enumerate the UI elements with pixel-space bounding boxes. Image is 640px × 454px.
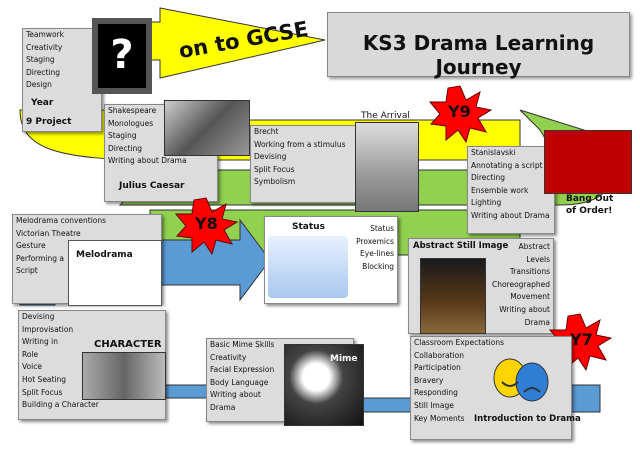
list-item: Staging <box>108 131 137 141</box>
question-mark: ? <box>110 32 134 78</box>
year9-project-box: Teamwork Creativity Staging Directing De… <box>22 28 102 132</box>
status-illustration <box>268 236 348 298</box>
list-item: Status <box>370 224 394 233</box>
list-item: Basic Mime Skills <box>210 340 275 349</box>
list-item: Choreographed <box>491 279 550 289</box>
list-item: Staging <box>26 55 55 65</box>
title-box: KS3 Drama Learning Journey <box>327 12 630 79</box>
bang-out-of-order-box: Stanislavski Annotating a script Directi… <box>467 146 555 234</box>
abstract-still-image-photo <box>420 258 486 334</box>
y8-badge: Y8 <box>195 214 218 233</box>
list-item: Devising <box>22 312 55 321</box>
list-item: Monologues <box>108 118 154 128</box>
list-item: Abstract <box>518 242 550 251</box>
list-item: Brecht <box>254 127 279 136</box>
list-item: Melodrama conventions <box>16 216 107 225</box>
the-arrival-title: The Arrival <box>361 111 410 121</box>
list-item: Proxemics <box>356 236 394 246</box>
list-item: Facial Expression <box>210 365 275 375</box>
the-arrival-box: Brecht Working from a stimulus Devising … <box>250 125 356 203</box>
list-item: Directing <box>108 143 143 153</box>
list-item: Building a Character <box>22 400 99 410</box>
y9-badge: Y9 <box>448 102 471 121</box>
mime-photo <box>284 344 364 426</box>
the-arrival-image <box>355 122 419 212</box>
character-caption: CHARACTER <box>94 339 162 350</box>
y8-star <box>174 197 238 256</box>
list-item: Voice <box>22 362 42 372</box>
list-item: Script <box>16 266 38 276</box>
list-item: Role <box>22 349 39 359</box>
page-title: KS3 Drama Learning Journey <box>362 31 595 79</box>
julius-caesar-caption: Julius Caesar <box>119 181 185 191</box>
list-item: Design <box>26 80 52 90</box>
list-item: Creativity <box>26 42 63 52</box>
question-mark-image: ? <box>92 18 152 94</box>
list-item: Victorian Theatre <box>16 228 81 238</box>
list-item: Working from a stimulus <box>254 139 346 149</box>
list-item: Annotating a script <box>471 160 543 170</box>
list-item: Writing about <box>499 304 550 314</box>
list-item: Split Focus <box>254 164 295 174</box>
intro-caption: Introduction to Drama <box>474 414 581 424</box>
julius-caesar-photo <box>164 100 250 156</box>
list-item: Bravery <box>414 375 444 385</box>
year9-caption-line1: Year <box>31 98 54 108</box>
abstract-caption: Abstract Still Image <box>413 241 509 251</box>
list-item: Devising <box>254 152 287 162</box>
bang-caption-line1: Bang Out <box>566 194 614 204</box>
list-item: Key Moments <box>414 413 465 423</box>
list-item: Directing <box>26 67 61 77</box>
list-item: Creativity <box>210 352 247 362</box>
list-item: Body Language <box>210 377 269 387</box>
status-caption: Status <box>292 222 325 232</box>
list-item: Lighting <box>471 198 502 208</box>
list-item: Responding <box>414 388 458 398</box>
list-item: Drama <box>210 402 236 412</box>
melodrama-caption: Melodrama <box>76 250 133 260</box>
melodrama-image <box>68 240 162 306</box>
y7-badge: Y7 <box>570 330 593 349</box>
list-item: Writing about <box>210 390 261 400</box>
list-item: Teamwork <box>26 30 64 39</box>
theatre-masks-icon <box>493 358 549 402</box>
list-item: Writing in <box>22 337 59 347</box>
list-item: Eye-lines <box>360 249 394 259</box>
character-photo <box>82 352 166 400</box>
list-item: Gesture <box>16 241 46 251</box>
list-item: Movement <box>510 292 550 302</box>
list-item: Blocking <box>362 261 394 271</box>
list-item: Transitions <box>509 267 550 277</box>
list-item: Participation <box>414 363 461 373</box>
list-item: Directing <box>471 173 506 183</box>
list-item: Drama <box>524 317 550 327</box>
list-item: Classroom Expectations <box>414 338 505 347</box>
list-item: Performing a <box>16 253 65 263</box>
y9-star <box>428 85 492 144</box>
list-item: Hot Seating <box>22 374 67 384</box>
bang-caption-line2: of Order! <box>566 206 613 216</box>
list-item: Collaboration <box>414 350 464 360</box>
year9-caption-line2: 9 Project <box>26 117 72 127</box>
list-item: Writing about Drama <box>471 210 550 220</box>
list-item: Symbolism <box>254 177 296 187</box>
list-item: Writing about Drama <box>108 156 187 166</box>
list-item: Still Image <box>414 400 454 410</box>
list-item: Stanislavski <box>471 148 516 157</box>
list-item: Levels <box>526 254 550 264</box>
y7-star <box>548 313 612 372</box>
list-item: Ensemble work <box>471 185 529 195</box>
bang-out-of-order-image <box>544 130 632 194</box>
list-item: Improvisation <box>22 324 74 334</box>
list-item: Shakespeare <box>108 106 157 115</box>
mime-caption: Mime <box>330 354 358 364</box>
list-item: Split Focus <box>22 387 63 397</box>
